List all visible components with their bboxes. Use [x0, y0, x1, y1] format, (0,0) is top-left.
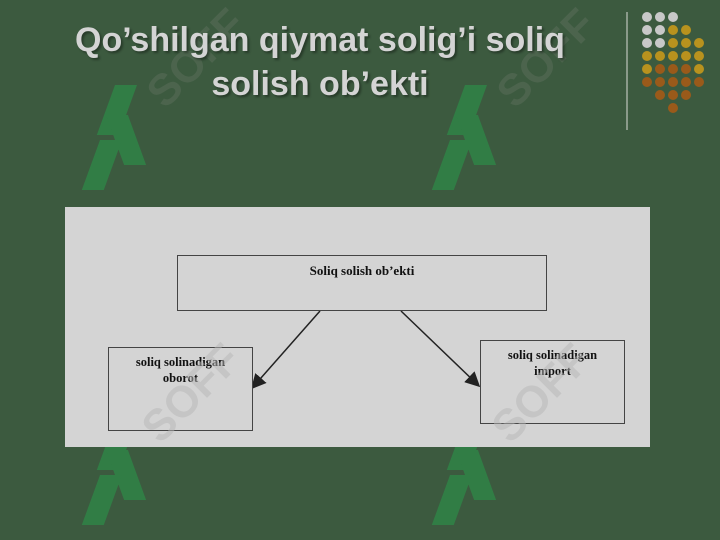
decorative-dot-grid-icon [640, 10, 710, 120]
tax-object-label: Soliq solish ob’ekti [309, 263, 415, 278]
decorative-dot [668, 25, 678, 35]
decorative-dot [681, 90, 691, 100]
decorative-dot [668, 51, 678, 61]
decorative-dot [655, 51, 665, 61]
decorative-dot [655, 77, 665, 87]
decorative-dot [655, 25, 665, 35]
tax-object-box: Soliq solish ob’ekti [177, 255, 547, 311]
taxable-import-box: soliq solinadigan import [480, 340, 625, 424]
taxable-import-line1: soliq solinadigan [507, 348, 598, 362]
decorative-dot [655, 38, 665, 48]
taxable-import-line2: import [534, 364, 571, 378]
decorative-dot [655, 90, 665, 100]
decorative-dot [694, 38, 704, 48]
title-line-1: Qo’shilgan qiymat solig’i soliq [75, 21, 565, 59]
decorative-dot [655, 64, 665, 74]
decorative-dot [642, 12, 652, 22]
decorative-dot [668, 38, 678, 48]
decorative-dot [681, 38, 691, 48]
decorative-dot [642, 25, 652, 35]
title-line-2: solish ob’ekti [211, 65, 429, 103]
taxable-turnover-box: soliq solinadigan oborot [108, 347, 253, 431]
slide-title: Qo’shilgan qiymat solig’i soliq solish o… [20, 18, 620, 106]
decorative-dot [681, 77, 691, 87]
decorative-dot [655, 12, 665, 22]
decorative-dot [642, 38, 652, 48]
diagram-arrows [251, 310, 481, 390]
decorative-dot [642, 51, 652, 61]
decorative-dot [642, 77, 652, 87]
decorative-dot [642, 64, 652, 74]
divider-line [626, 12, 628, 130]
decorative-dot [694, 77, 704, 87]
decorative-dot [668, 77, 678, 87]
decorative-dot [668, 64, 678, 74]
decorative-dot [668, 103, 678, 113]
decorative-dot [694, 64, 704, 74]
decorative-dot [668, 12, 678, 22]
decorative-dot [681, 51, 691, 61]
taxable-turnover-line2: oborot [162, 371, 199, 385]
taxable-turnover-line1: soliq solinadigan [135, 355, 226, 369]
decorative-dot [681, 25, 691, 35]
decorative-dot [694, 51, 704, 61]
diagram-panel: Soliq solish ob’ekti soliq solinadigan o… [65, 207, 650, 447]
decorative-dot [668, 90, 678, 100]
arrow-right [400, 310, 481, 388]
decorative-dot [681, 64, 691, 74]
arrow-left [251, 310, 321, 390]
